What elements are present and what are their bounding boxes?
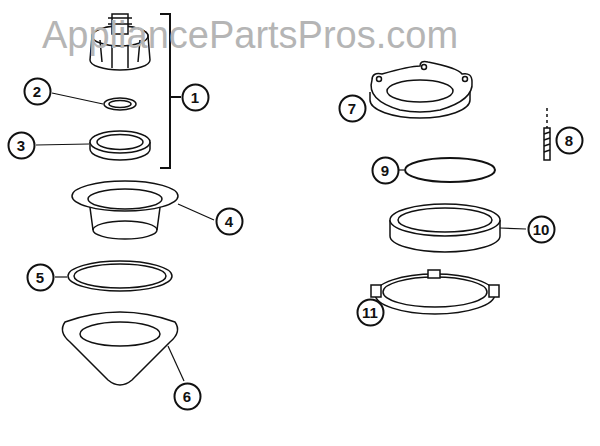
seal-ring	[90, 131, 150, 160]
triangular-gasket	[62, 312, 177, 385]
callout-number: 11	[356, 304, 385, 321]
screw-part	[544, 108, 550, 160]
callout-circle: 1	[181, 83, 210, 112]
callout-number: 2	[23, 83, 52, 100]
callout-circle: 6	[173, 382, 202, 411]
leader-lines	[36, 93, 526, 381]
callout-number: 1	[181, 89, 210, 106]
callout-circle: 2	[23, 77, 52, 106]
watermark: AppliancePartsPros.com	[42, 14, 458, 57]
thick-ring	[390, 204, 500, 252]
mount-flange	[370, 62, 472, 119]
callout-circle: 4	[215, 207, 244, 236]
callout-circle: 9	[371, 156, 400, 185]
callout-circle: 3	[7, 131, 36, 160]
callout-circle: 11	[356, 298, 385, 327]
flange-part	[72, 181, 178, 239]
callout-number: 8	[555, 132, 584, 149]
callout-circle: 7	[338, 94, 367, 123]
o-ring	[405, 158, 495, 182]
gasket-part	[68, 261, 172, 291]
callout-number: 5	[26, 269, 55, 286]
callout-number: 6	[173, 388, 202, 405]
clamp-ring	[371, 270, 499, 314]
small-ring	[104, 98, 136, 110]
callout-number: 10	[527, 221, 556, 238]
callout-circle: 8	[555, 126, 584, 155]
callout-number: 7	[338, 100, 367, 117]
callout-number: 3	[7, 137, 36, 154]
callout-number: 4	[215, 213, 244, 230]
callout-number: 9	[371, 162, 400, 179]
callout-circle: 10	[527, 215, 556, 244]
callout-circle: 5	[26, 263, 55, 292]
